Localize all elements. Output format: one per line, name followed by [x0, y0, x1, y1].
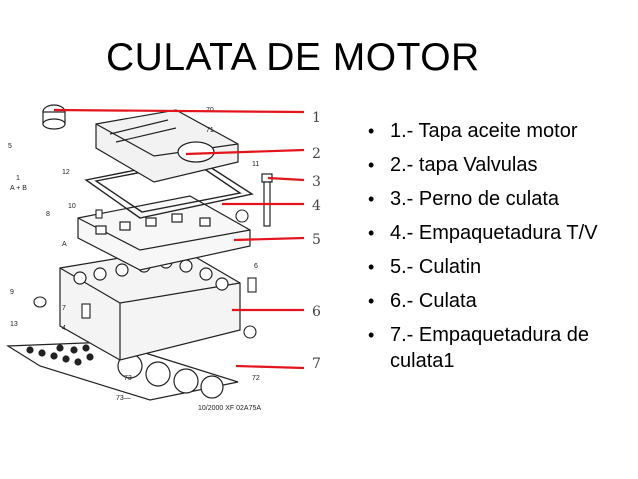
head-gasket-drawing — [6, 341, 239, 401]
bullet-text: 6.- Culata — [390, 290, 477, 312]
part-label: 5 — [8, 143, 12, 150]
bullet-glyph: • — [368, 257, 375, 277]
callout-line-5 — [233, 236, 305, 242]
part-label: 4 — [62, 325, 66, 332]
bullet-text: 7.- Empaquetadura de culata1 — [390, 324, 590, 372]
callout-number-7: 7 — [312, 356, 321, 372]
bullet-glyph: • — [368, 291, 375, 311]
oil-cap-drawing — [42, 104, 66, 130]
part-label: 9 — [10, 289, 14, 296]
callout-number-5: 5 — [312, 232, 321, 248]
part-label: 73 — [124, 375, 132, 382]
callout-number-2: 2 — [312, 146, 321, 162]
callout-line-1 — [53, 108, 305, 114]
small-parts-drawing — [33, 209, 257, 339]
part-label: 7 — [62, 305, 66, 312]
part-label: 8 — [46, 211, 50, 218]
bullet-text: 5.- Culatin — [390, 256, 482, 278]
bullet-glyph: • — [368, 223, 375, 243]
view-label: 1 — [16, 175, 20, 182]
bullet-text: 4.- Empaquetadura T/V — [390, 222, 598, 244]
callout-number-4: 4 — [312, 198, 321, 214]
bullet-item: • 5.- Culatin — [366, 254, 634, 280]
callout-line-2 — [185, 148, 305, 156]
head-bolt-drawing — [261, 173, 273, 227]
bullet-item: • 4.- Empaquetadura T/V — [366, 220, 634, 246]
bullet-text: 2.- tapa Valvulas — [390, 154, 538, 176]
part-label: A — [62, 241, 67, 248]
bullet-item: • 7.- Empaquetadura de culata1 — [366, 322, 634, 374]
cam-carrier-drawing — [77, 195, 251, 271]
bullet-item: • 3.- Perno de culata — [366, 186, 634, 212]
callout-line-3 — [267, 176, 305, 182]
bullet-text: 3.- Perno de culata — [390, 188, 559, 210]
bullet-glyph: • — [368, 155, 375, 175]
bullet-item: • 1.- Tapa aceite motor — [366, 118, 634, 144]
part-label: 71 — [206, 127, 214, 134]
bullet-glyph: • — [368, 121, 375, 141]
callout-number-3: 3 — [312, 174, 321, 190]
part-label: 12 — [62, 169, 70, 176]
callout-number-1: 1 — [312, 110, 321, 126]
slide-title: CULATA DE MOTOR — [106, 36, 480, 79]
part-label: 6 — [254, 263, 258, 270]
bullet-glyph: • — [368, 189, 375, 209]
bullet-list: • 1.- Tapa aceite motor • 2.- tapa Valvula… — [366, 118, 634, 382]
callout-line-7 — [235, 364, 305, 370]
bullet-text: 1.- Tapa aceite motor — [390, 120, 578, 142]
bullet-item: • 2.- tapa Valvulas — [366, 152, 634, 178]
diagram-footer-label: 10/2000 XF 02A75A — [198, 405, 261, 412]
bullet-glyph: • — [368, 325, 375, 345]
part-label: 72 — [252, 375, 260, 382]
bullet-item: • 6.- Culata — [366, 288, 634, 314]
part-label: 73— — [116, 395, 131, 402]
callout-lines — [53, 108, 305, 370]
part-label: 10 — [68, 203, 76, 210]
valve-cover-drawing — [95, 109, 239, 183]
callout-numbers: 1 2 3 4 5 6 7 — [312, 110, 321, 372]
cylinder-head-exploded-diagram: 70 71 5 12 11 13 9 8 10 A 6 7 4 72 73 73… — [6, 104, 321, 412]
part-label: 13 — [10, 321, 18, 328]
part-label: 11 — [252, 161, 259, 168]
callout-number-6: 6 — [312, 304, 321, 320]
view-label: A + B — [10, 185, 27, 192]
